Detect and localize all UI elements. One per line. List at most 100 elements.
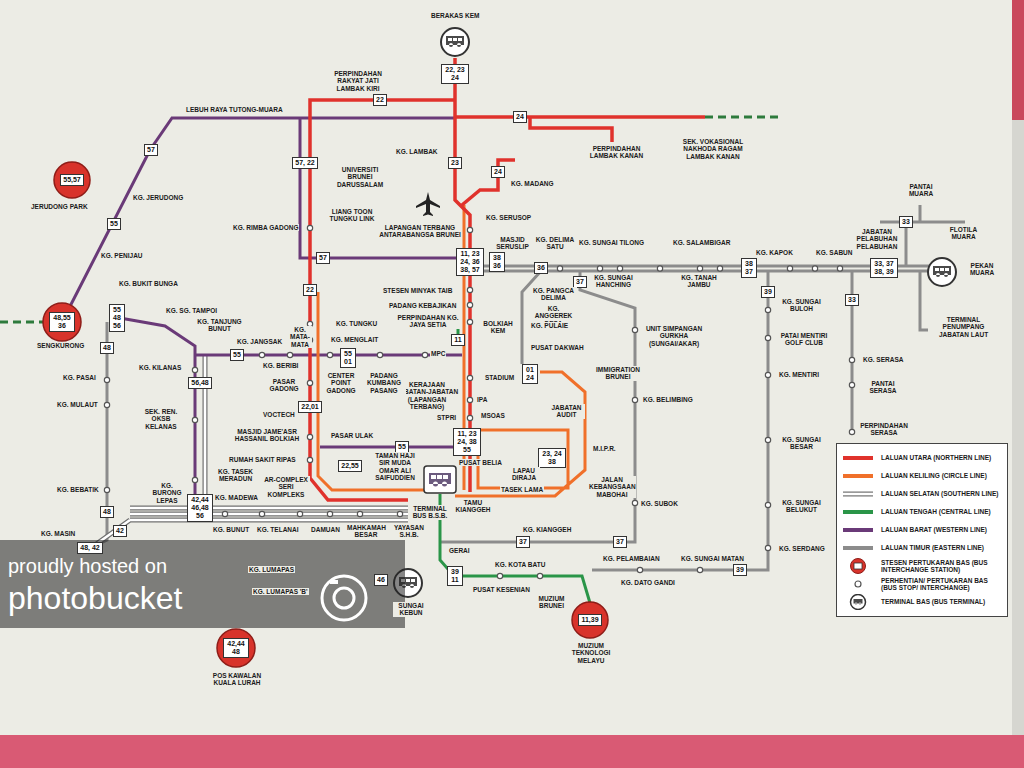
place-name: POS KAWALAN KUALA LURAH (210, 672, 264, 687)
place-name: TERMINAL PENUMPANG JABATAN LAUT (930, 316, 997, 338)
route-number-box: 37 (516, 536, 530, 548)
place-name: KG. TUNGKU (335, 320, 378, 327)
station-sample-box (854, 563, 862, 569)
route-number-box: 22 (373, 94, 387, 106)
place-name: KG. MENTIRI (778, 371, 820, 378)
bus-windows (935, 268, 949, 271)
place-name: KG. SG. TAMPOI (165, 307, 218, 314)
line-sample (843, 528, 873, 532)
place-name: PERPINDAHAN KG. JAYA SETIA (396, 314, 460, 329)
place-name: DAMUAN (310, 526, 341, 533)
route-number: 55 (398, 443, 406, 451)
route-number: 23, 24 38 (541, 450, 563, 465)
route-number: 37 (616, 538, 624, 546)
place-name: PANTAI SERASA (862, 380, 904, 395)
bus-symbol (854, 599, 863, 605)
route-number-box: 11 (451, 334, 464, 346)
legend-text: STESEN PERTUKARAN BAS (BUS INTERCHANGE S… (881, 559, 1001, 574)
place-name: UNIT SIMPANGAN GURKHA (SUNGAI/AKAR) (640, 325, 708, 347)
place-name: KG. DATO GANDI (620, 579, 676, 586)
watermark-band (0, 540, 405, 628)
route-number: 24 (516, 113, 524, 121)
route-number: 11,39 (578, 614, 601, 626)
legend-text: LALUAN TIMUR (EASTERN LINE) (881, 544, 1001, 551)
route-number: 57 (319, 254, 327, 262)
place-name: LAPAU DIRAJA (508, 467, 540, 482)
interchange-station: 48,55 36 (42, 302, 82, 342)
place-name: GERAI (448, 547, 471, 554)
station-sample (851, 559, 866, 574)
place-name: PERPINDAHAN SERASA (858, 422, 910, 437)
place-name: KG. BERIBI (262, 362, 299, 369)
place-name: KG. PANGCA DELIMA (530, 287, 577, 302)
legend-sample (841, 558, 875, 574)
watermark-text: photobucket (8, 582, 182, 614)
place-name: PERPINDAHAN RAKYAT JATI LAMBAK KIRI (322, 70, 394, 92)
route-number-box: 22,01 (298, 401, 322, 413)
route-number: 56,48 (191, 379, 209, 387)
legend-sample (841, 594, 875, 610)
route-number-box: 57 (316, 252, 330, 264)
place-name: YAYASAN S.H.B. (390, 524, 428, 539)
stop-sample (855, 581, 861, 587)
place-name: KG. SALAMBIGAR (672, 239, 731, 246)
place-name: RUMAH SAKIT RIPAS (228, 456, 297, 463)
route-number: 46 (377, 576, 385, 584)
place-name: KG. MULAUT (56, 401, 99, 408)
route-number: 33 (848, 296, 856, 304)
route-number: 42 (116, 527, 124, 535)
place-name: JABATAN AUDIT (548, 404, 585, 419)
route-number: 57, 22 (295, 159, 314, 167)
route-number-box: 55 01 (340, 348, 356, 367)
place-name: M.I.P.R. (592, 445, 617, 452)
bus-windows (448, 38, 462, 41)
place-name: KG. SERDANG (778, 545, 826, 552)
place-name: KG. TANJUNG BUNUT (196, 318, 243, 333)
western-line (62, 118, 462, 508)
route-number-box: 23 (448, 157, 462, 169)
place-name: MUZIUM TEKNOLOGI MELAYU (566, 642, 616, 664)
route-number: 39 11 (450, 568, 460, 583)
place-name: KG. DELIMA SATU (530, 236, 580, 251)
place-name: PANTAI MUARA (905, 183, 937, 198)
route-number: 33 (902, 218, 910, 226)
route-number: 55 (233, 351, 241, 359)
place-name: AR-COMPLEX SERI KOMPLEKS (262, 476, 310, 498)
place-name: KG. KAPOK (755, 249, 794, 256)
route-number: 57 (147, 146, 155, 154)
route-number-box: 24 (513, 111, 527, 123)
legend-text: PERHENTIAN/ PERTUKARAN BAS (BUS STOP/ IN… (881, 577, 1001, 592)
line-sample (843, 510, 873, 514)
place-name: KG. JERUDONG (132, 194, 184, 201)
route-number-box: 56,48 (188, 377, 212, 389)
legend-row: LALUAN TENGAH (CENTRAL LINE) (841, 504, 1003, 520)
legend-text: TERMINAL BAS (BUS TERMINAL) (881, 598, 1001, 605)
frame-strip (1012, 0, 1024, 120)
route-number-box: 01 24 (522, 364, 538, 383)
place-name: KG. SERASA (862, 356, 904, 363)
legend-row: LALUAN SELATAN (SOUTHERN LINE) (841, 486, 1003, 502)
place-name: JALAN KEBANGSAAN MABOHAI (588, 476, 636, 498)
legend-sample (841, 540, 875, 556)
place-name: TAMAN HAJI SIR MUDA OMAR ALI SAIFUDDIEN (368, 452, 422, 481)
place-name: PATAI MENTIRI GOLF CLUB (778, 332, 830, 347)
route-number: 22,01 (301, 403, 319, 411)
legend-sample (841, 522, 875, 538)
place-name: STESEN MINYAK TAIB (382, 287, 453, 294)
place-name: KG. PELAMBAIAN (602, 555, 661, 562)
legend-sample (841, 576, 875, 592)
route-number: 11, 23 24, 36 38, 57 (459, 250, 481, 273)
place-name: KG. SABUN (815, 249, 853, 256)
place-name: SUNGAI KEBUN (393, 602, 429, 617)
place-name: SEK. VOKASIONAL NAKHODA RAGAM LAMBAK KAN… (672, 138, 754, 160)
bus-windows (431, 475, 448, 479)
place-name: MUZIUM BRUNEI (533, 595, 570, 610)
place-name: KG. KIANGGEH (522, 526, 572, 533)
legend-sample (841, 468, 875, 484)
place-name: PERPINDAHAN LAMBAK KANAN (588, 145, 645, 160)
route-number: 48,55 36 (49, 312, 75, 331)
route-number-box: 42,44 46,48 56 (187, 494, 213, 521)
legend-sample (841, 450, 875, 466)
route-number: 11 (454, 336, 461, 344)
